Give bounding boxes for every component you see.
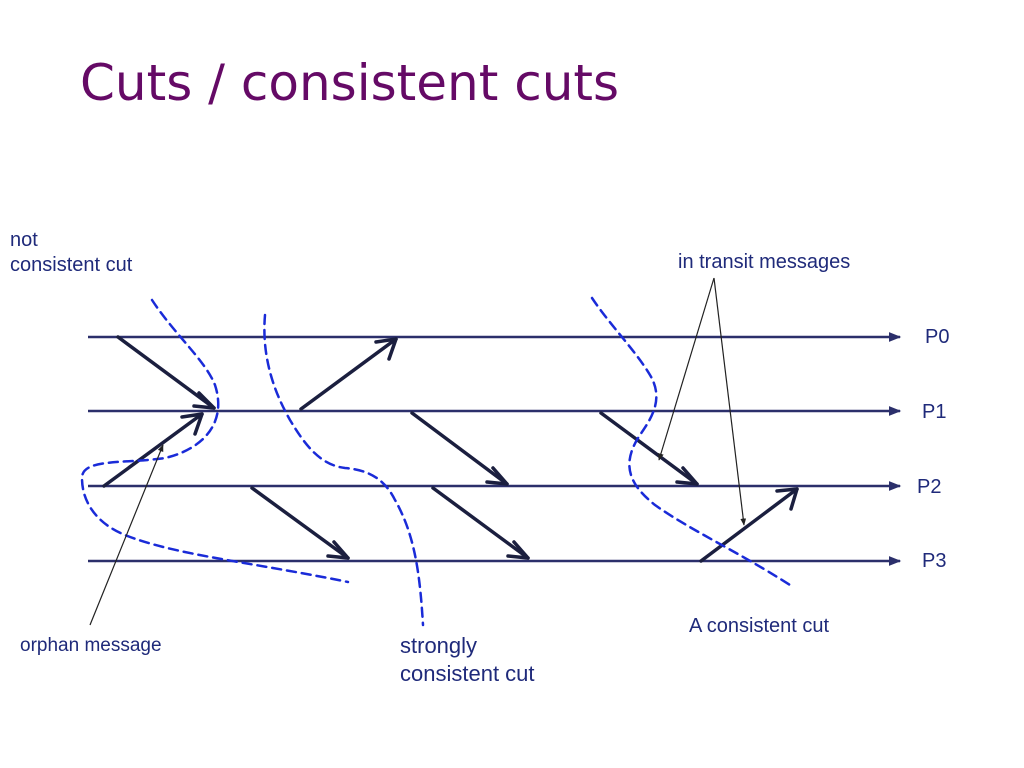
process-label-p0: P0 xyxy=(925,326,950,348)
strongly-consistent-cut xyxy=(263,313,425,627)
slide-title: Cuts / consistent cuts xyxy=(80,54,620,112)
message-p2-to-p3-b xyxy=(431,486,530,560)
cuts xyxy=(80,296,792,627)
process-label-p1: P1 xyxy=(922,401,947,423)
message-p3-to-p2 xyxy=(699,487,799,563)
in-transit-messages-label: in transit messages xyxy=(678,251,851,273)
a-consistent-cut xyxy=(590,296,792,587)
orphan-message-label: orphan message xyxy=(20,635,162,656)
process-label-p2: P2 xyxy=(917,476,942,498)
not-consistent-cut-label-line2: consistent cut xyxy=(10,254,133,276)
pointer-orphan-message xyxy=(89,444,164,626)
strongly-consistent-cut-label-line1: strongly xyxy=(400,633,478,658)
message-p1-to-p2-a xyxy=(410,411,509,486)
a-consistent-cut-label: A consistent cut xyxy=(689,615,830,637)
strongly-consistent-cut-label-line2: consistent cut xyxy=(400,660,535,686)
process-label-p3: P3 xyxy=(922,550,947,572)
message-p0-to-p1 xyxy=(116,335,216,410)
pointer-in-transit-2 xyxy=(713,277,747,526)
not-consistent-cut-label: not consistent cut xyxy=(10,228,132,278)
strongly-consistent-cut-label: strongly consistent cut xyxy=(400,632,535,687)
message-p2-to-p3-a xyxy=(250,486,350,560)
not-consistent-cut-label-line1: not xyxy=(10,229,38,251)
message-p1-to-p2-b xyxy=(599,411,699,486)
orphan-message-p2-to-p1 xyxy=(102,412,204,488)
pointer-in-transit-1 xyxy=(658,277,715,461)
message-p1-to-p0 xyxy=(299,337,398,411)
messages xyxy=(102,335,799,563)
timelines xyxy=(88,332,902,566)
not-consistent-cut xyxy=(80,298,350,584)
annotation-pointers xyxy=(89,277,747,626)
